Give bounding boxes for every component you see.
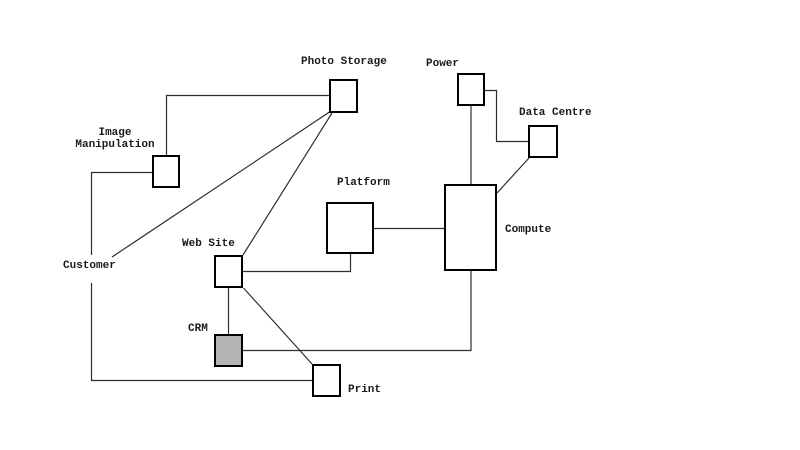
node-photo-storage-box	[329, 79, 358, 113]
node-compute-box	[444, 184, 497, 271]
node-data-centre-label: Data Centre	[519, 107, 592, 119]
node-web-site-label: Web Site	[182, 238, 235, 250]
node-customer-label: Customer	[63, 260, 116, 272]
edge-data-centre-compute	[496, 157, 530, 194]
node-print-label: Print	[348, 384, 382, 396]
node-crm-box	[214, 334, 243, 367]
edge-customer-print	[90, 283, 312, 382]
node-image-manipulation-label-line2: Manipulation	[75, 139, 155, 151]
node-web-site-box	[214, 255, 243, 288]
edge-photo-storage-web-site	[242, 112, 333, 256]
node-image-manipulation-label: Image Manipulation	[75, 127, 155, 151]
edge-power-data-centre	[485, 89, 528, 143]
node-photo-storage-label: Photo Storage	[301, 56, 387, 68]
node-power-label: Power	[426, 58, 460, 70]
node-power-box	[457, 73, 485, 106]
edge-customer-photo-storage	[111, 110, 332, 258]
edge-image-manipulation-customer	[90, 171, 152, 255]
edge-web-site-platform	[243, 254, 352, 273]
edge-compute-crm	[243, 271, 472, 352]
edge-web-site-print	[243, 287, 313, 365]
node-image-manipulation-box	[152, 155, 180, 188]
node-platform-box	[326, 202, 374, 254]
node-compute-label: Compute	[505, 224, 552, 236]
node-image-manipulation-label-line1: Image	[98, 127, 132, 139]
node-crm-label: CRM	[188, 323, 208, 335]
node-data-centre-box	[528, 125, 558, 158]
node-print-box	[312, 364, 341, 397]
node-platform-label: Platform	[337, 177, 390, 189]
edge-image-manipulation-photo-storage	[165, 94, 329, 155]
